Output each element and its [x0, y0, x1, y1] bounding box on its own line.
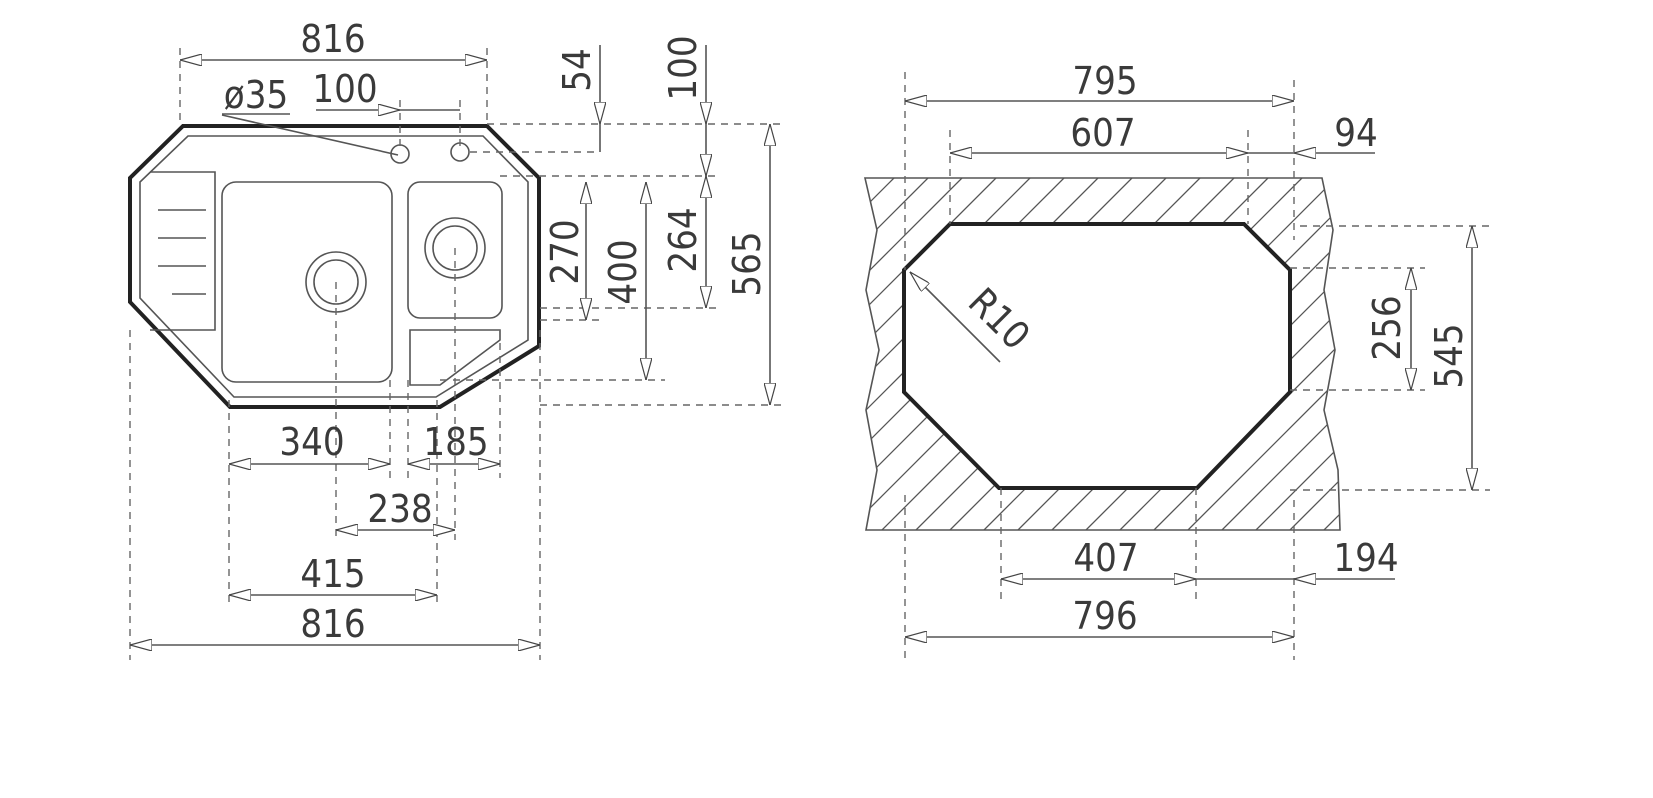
dim-cutout-side-inner: 256: [1365, 295, 1409, 360]
dim-main-bowl-width: 340: [279, 420, 344, 464]
hatch-line: [865, 178, 1201, 530]
sink-plan-view: 816 ø35 100 54 100 270 400 264 565 340 1…: [128, 17, 785, 660]
dim-side-depth: 264: [661, 207, 705, 272]
dim-top-width: 816: [300, 17, 365, 61]
hatch-line: [983, 178, 1337, 530]
hatch-line: [865, 178, 1065, 530]
hatch-line: [865, 178, 963, 530]
dim-top-offset: 54: [555, 48, 599, 92]
dim-radius: R10: [960, 279, 1039, 358]
hatch-line: [865, 178, 1099, 530]
dim-cutout-right-bottom: 194: [1333, 536, 1398, 580]
sink-outline: [128, 124, 541, 409]
hatch-line: [865, 178, 1133, 530]
countertop-slab: [863, 177, 1341, 531]
hatch-line: [1017, 178, 1340, 530]
dim-cutout-right-top: 94: [1334, 111, 1378, 155]
dim-drain-spacing: 238: [367, 487, 432, 531]
drainboard: [150, 171, 216, 331]
hatch-line: [1119, 178, 1340, 530]
hatch-line: [1221, 178, 1340, 530]
dim-bottom-edge: 415: [300, 552, 365, 596]
dim-total-depth: 565: [725, 231, 769, 296]
hatch-line: [1187, 178, 1340, 530]
dim-small-bowl-depth: 400: [601, 239, 645, 304]
hatch-line: [865, 178, 895, 530]
cutout-outline: [902, 222, 1292, 490]
hatch-line: [865, 178, 1031, 530]
dim-hole-spacing: 100: [312, 67, 377, 111]
hatch-line: [1085, 178, 1340, 530]
cutout-template: R10 795 607 94 256 545 407: [863, 59, 1490, 660]
dim-right-offset: 100: [661, 35, 705, 100]
dim-small-bowl-width: 185: [423, 420, 488, 464]
dim-cutout-bottom-width: 796: [1072, 594, 1137, 638]
hatch-line: [915, 178, 1269, 530]
hatch-line: [949, 178, 1303, 530]
dim-cutout-depth: 545: [1427, 323, 1471, 388]
dim-bowl-depth: 270: [543, 219, 587, 284]
hatch-line: [881, 178, 1235, 530]
dim-cutout-bottom-inner: 407: [1073, 536, 1138, 580]
dim-hole-diameter: ø35: [224, 73, 288, 117]
main-bowl: [221, 181, 393, 383]
hatch-line: [1255, 178, 1340, 530]
hatch-line: [1051, 178, 1340, 530]
dim-cutout-top-width: 795: [1072, 59, 1137, 103]
dim-bottom-width: 816: [300, 602, 365, 646]
dim-cutout-inner-top: 607: [1070, 111, 1135, 155]
